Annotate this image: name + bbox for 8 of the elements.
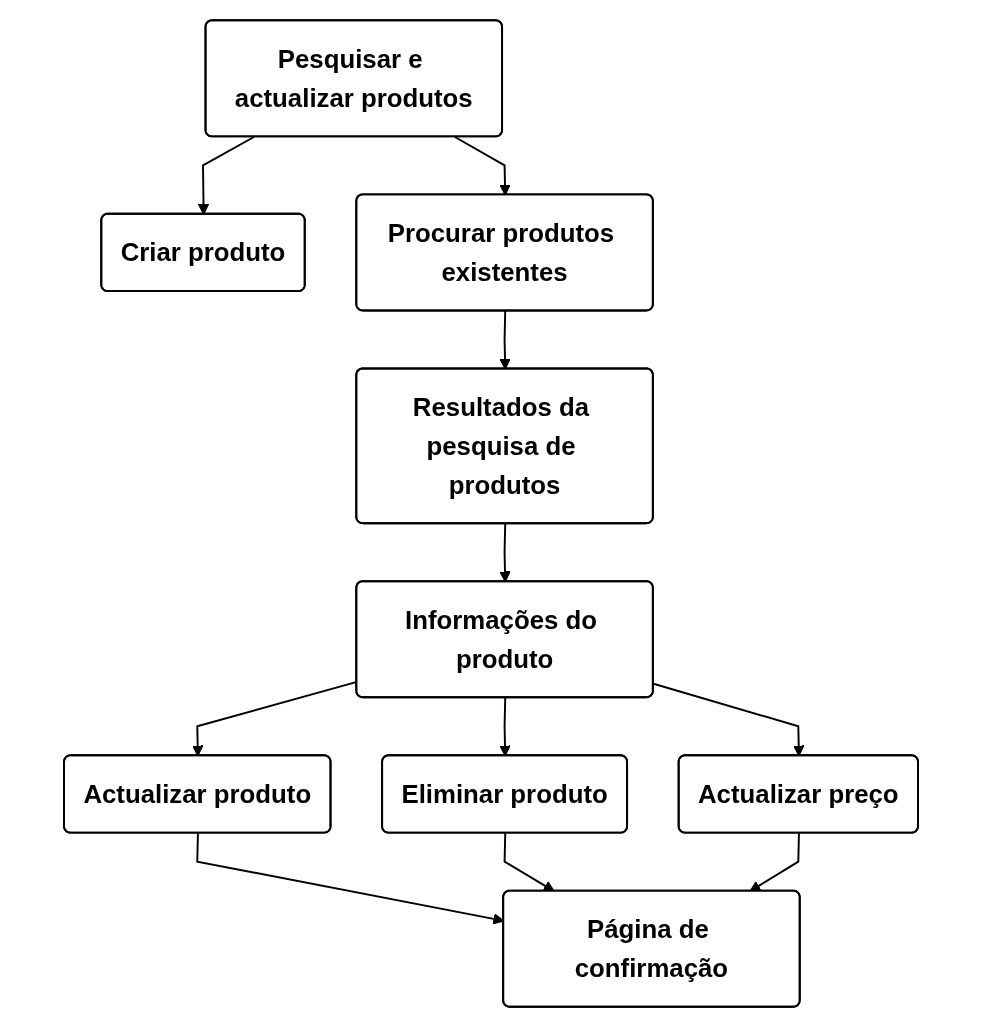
arrow (499, 696, 511, 757)
arrow (499, 522, 511, 583)
arrow (499, 310, 511, 370)
arrow (454, 136, 511, 196)
arrow (503, 832, 555, 892)
arrow (749, 832, 800, 892)
arrow (652, 682, 805, 757)
arrow (197, 136, 255, 215)
